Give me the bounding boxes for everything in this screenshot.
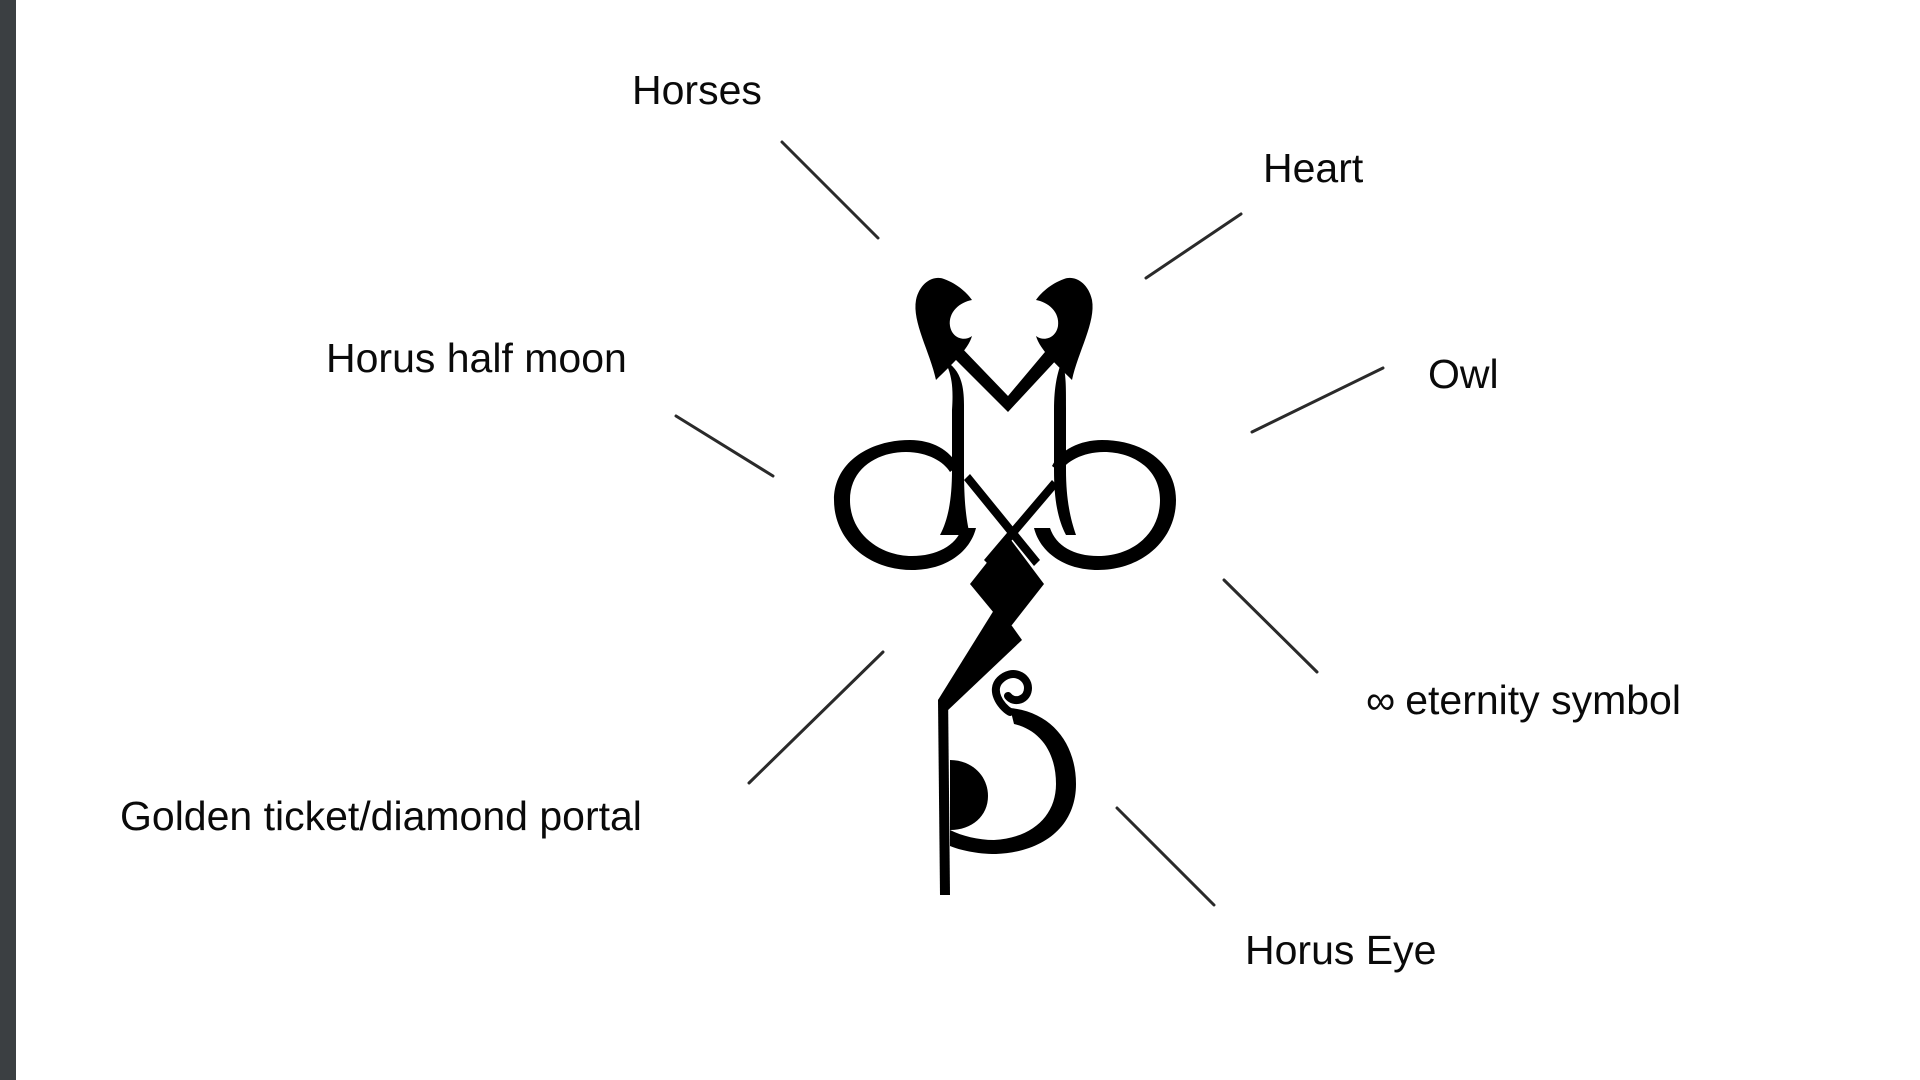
window-edge-bar (0, 0, 16, 1080)
leader-line-golden-ticket (747, 650, 885, 785)
heart-v-icon (948, 344, 1060, 412)
leader-line-eternity (1222, 578, 1319, 674)
label-horses: Horses (632, 67, 762, 113)
lower-stem-icon (938, 690, 950, 895)
label-horus-half-moon: Horus half moon (326, 335, 627, 381)
left-stem-icon (940, 360, 970, 535)
diamond-portal-icon (970, 536, 1044, 630)
cross-left-stroke-icon (964, 474, 1040, 566)
central-symbol-icon (834, 277, 1176, 895)
horus-half-moon-icon (950, 760, 988, 830)
leader-line-horus-half-moon (674, 414, 775, 478)
label-golden-ticket: Golden ticket/diamond portal (120, 793, 642, 839)
leader-line-horus-eye (1115, 806, 1216, 907)
leader-line-heart (1144, 212, 1243, 280)
infinity-icon: ∞ (1366, 677, 1396, 723)
label-eternity-symbol: ∞eternity symbol (1366, 680, 1681, 721)
horus-eye-bowl-icon (950, 708, 1076, 854)
label-horus-eye: Horus Eye (1245, 927, 1437, 973)
leader-line-horses (780, 140, 880, 240)
horus-eye-spiral-icon (991, 670, 1033, 716)
label-owl: Owl (1428, 351, 1499, 397)
label-heart: Heart (1263, 145, 1364, 191)
right-stem-icon (1054, 360, 1076, 535)
zig-stroke-icon (938, 610, 1022, 712)
leader-line-owl (1250, 366, 1385, 434)
label-eternity-text: eternity symbol (1405, 677, 1681, 723)
